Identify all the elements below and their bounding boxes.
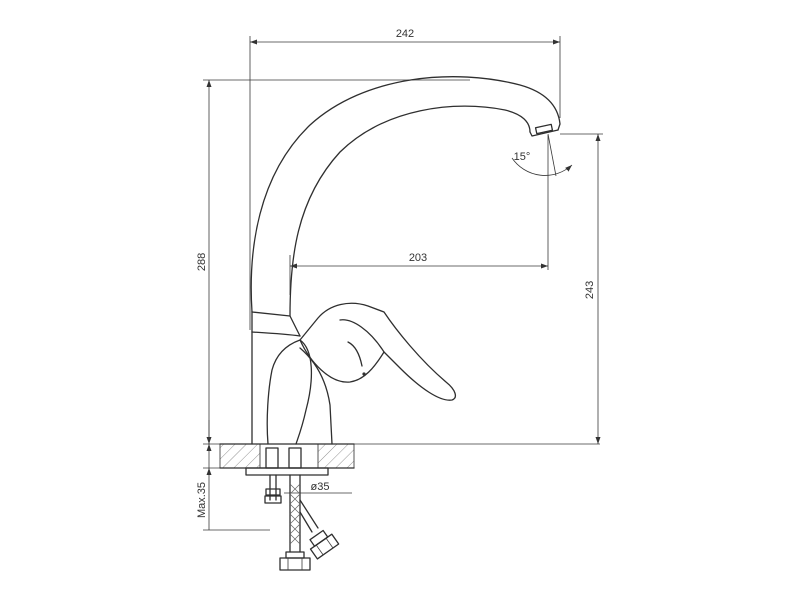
faucet-lever-handle (299, 302, 457, 401)
supply-hose (279, 474, 340, 571)
dimension-spout-height: 243 (584, 134, 601, 444)
dimension-total-height: 288 (196, 80, 212, 444)
mounting-plate (245, 447, 329, 476)
dimension-width: 242 (250, 28, 560, 45)
faucet-body (251, 311, 333, 445)
mounting-stud (264, 474, 282, 504)
spout-height-label: 243 (584, 281, 596, 299)
width-label: 242 (396, 28, 414, 40)
total-height-label: 288 (196, 253, 208, 271)
dimension-reach: 203 (290, 252, 548, 269)
dimension-hole-diameter: ø35 (284, 481, 352, 494)
dimension-angle: 15° (511, 133, 573, 177)
reach-label: 203 (409, 252, 427, 264)
max-thickness-label: Max.35 (196, 482, 208, 518)
extension-lines (203, 36, 603, 531)
hole-diameter-label: ø35 (311, 481, 330, 493)
angle-label: 15° (514, 151, 531, 163)
dimension-max-thickness: Max.35 (196, 420, 212, 530)
countertop (219, 443, 355, 469)
faucet-spout (250, 76, 561, 317)
